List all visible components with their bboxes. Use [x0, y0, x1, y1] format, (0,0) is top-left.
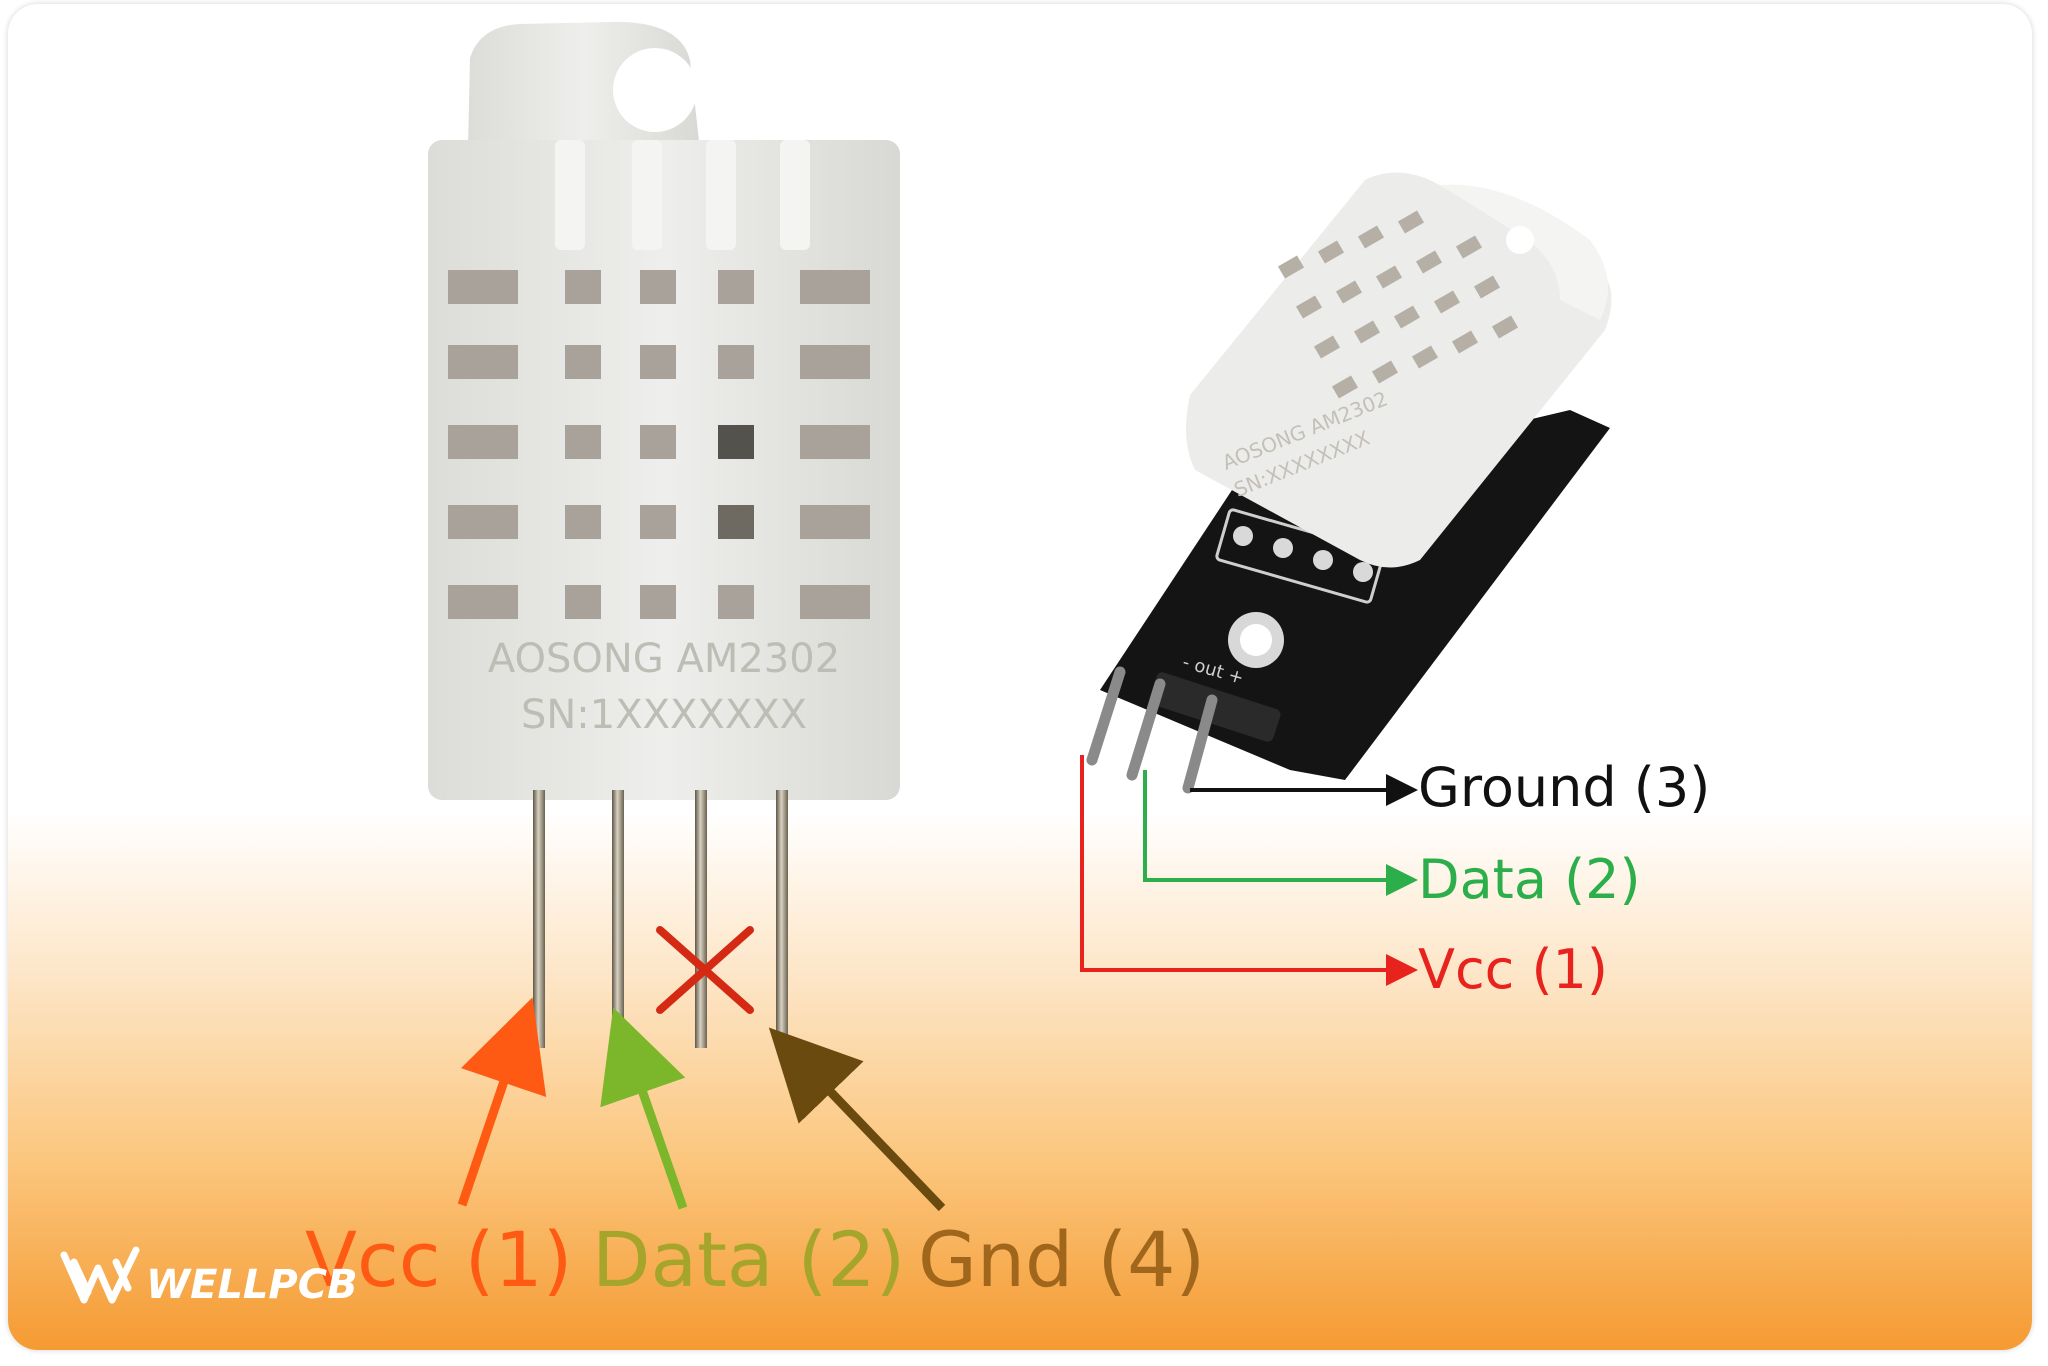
watermark: WELLPCB — [60, 1246, 358, 1308]
pin-4 — [776, 790, 788, 1048]
pin-3 — [695, 790, 707, 1048]
vcc-leader — [1080, 755, 1418, 986]
pin-1 — [533, 790, 545, 1048]
module-cap-hole — [1506, 226, 1534, 254]
data-leader — [1143, 770, 1418, 896]
vcc-label-right: Vcc (1) — [1418, 938, 1608, 1001]
module-header-pins — [1086, 666, 1281, 794]
sensor-pins — [533, 790, 788, 1048]
diagram-card: AOSONG AM2302 SN:1XXXXXXX — [8, 4, 2032, 1350]
vcc-arrow-left — [457, 997, 547, 1207]
pcb-mount-hole-inner — [1240, 624, 1272, 656]
data-label-left: Data (2) — [592, 1215, 905, 1304]
mount-hole — [613, 48, 697, 132]
pinout-illustration: AOSONG AM2302 SN:1XXXXXXX — [60, 21, 1710, 1308]
pcb-board — [1100, 410, 1610, 780]
gnd-label-left: Gnd (4) — [918, 1215, 1205, 1304]
not-connected-cross-icon — [656, 926, 754, 1014]
wellpcb-brand: WELLPCB — [146, 1262, 358, 1308]
sensor-print-line1: AOSONG AM2302 — [488, 636, 840, 682]
right-module: - out + — [1080, 172, 1710, 1001]
wellpcb-logo-icon — [60, 1246, 140, 1304]
sensor-print-line2: SN:1XXXXXXX — [521, 692, 807, 738]
data-label-right: Data (2) — [1418, 848, 1641, 911]
header-pads — [1233, 526, 1373, 582]
ground-label-right: Ground (3) — [1418, 756, 1710, 819]
gnd-arrow-left — [768, 1027, 946, 1212]
module-sensor-cap — [1440, 184, 1608, 320]
vcc-label-left: Vcc (1) — [305, 1215, 572, 1304]
sensor-top-ridges — [555, 140, 810, 250]
left-sensor: AOSONG AM2302 SN:1XXXXXXX — [305, 21, 1205, 1304]
data-arrow-left — [600, 1007, 688, 1210]
sensor-vent-grid — [448, 270, 870, 619]
pin-2 — [612, 790, 624, 1048]
module-vent-grid — [1277, 210, 1519, 399]
sensor-body — [428, 140, 900, 800]
